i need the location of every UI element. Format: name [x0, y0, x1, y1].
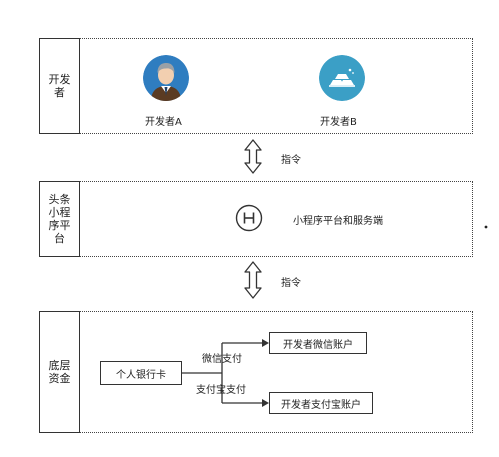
- route-label-wechat: 微信支付: [202, 354, 242, 365]
- arrowhead-icon: [262, 339, 269, 347]
- h-circle-icon: [235, 204, 263, 232]
- arrow-1-label: 指令: [281, 155, 301, 166]
- band-label-funds: 底层资金: [39, 311, 80, 433]
- band-label-platform: 头条小程序平台: [39, 181, 80, 257]
- platform-service-label: 小程序平台和服务端: [293, 216, 383, 227]
- wechat-account-box: 开发者微信账户: [269, 332, 367, 354]
- alipay-account-box: 开发者支付宝账户: [269, 392, 373, 414]
- person-avatar-icon: [143, 55, 189, 101]
- gold-bars-icon: [319, 55, 365, 101]
- band-label-text: 开发者: [48, 73, 71, 99]
- bank-card-box: 个人银行卡: [100, 361, 182, 385]
- arrowhead-icon: [262, 399, 269, 407]
- developer-b-label: 开发者B: [320, 117, 357, 128]
- band-platform: [80, 181, 473, 257]
- double-arrow-icon: [244, 139, 262, 174]
- band-funds: [80, 311, 473, 433]
- stray-dot: [484, 225, 488, 229]
- band-label-developers: 开发者: [39, 38, 80, 134]
- band-label-text: 头条小程序平台: [48, 193, 71, 245]
- double-arrow-icon: [244, 261, 262, 299]
- developer-a-label: 开发者A: [145, 117, 182, 128]
- arrow-2-label: 指令: [281, 278, 301, 289]
- band-label-text: 底层资金: [48, 359, 71, 385]
- band-developers: [80, 38, 473, 134]
- route-label-alipay: 支付宝支付: [196, 385, 246, 396]
